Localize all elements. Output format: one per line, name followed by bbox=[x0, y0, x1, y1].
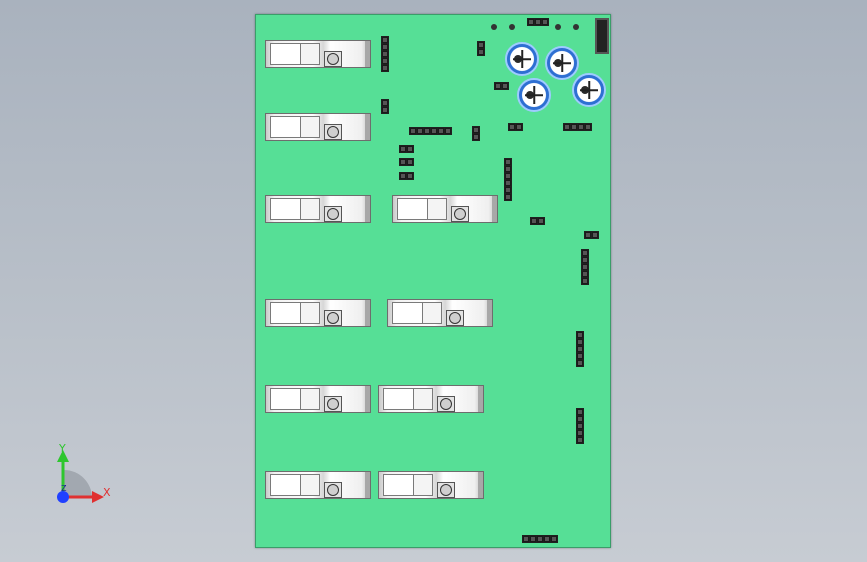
relay-2[interactable] bbox=[265, 113, 371, 141]
header-v5[interactable] bbox=[504, 158, 512, 201]
terminal-connector[interactable] bbox=[595, 18, 609, 54]
capacitor-1[interactable] bbox=[505, 42, 539, 76]
triad-z-label: Z bbox=[61, 484, 67, 493]
coordinate-triad: Y X Z bbox=[50, 440, 130, 510]
relay-6[interactable] bbox=[265, 471, 371, 499]
header-v3[interactable] bbox=[477, 41, 485, 56]
triad-y-label: Y bbox=[59, 442, 66, 455]
relay-10[interactable] bbox=[378, 471, 484, 499]
header-h3[interactable] bbox=[508, 123, 523, 131]
via-3 bbox=[555, 24, 561, 30]
header-v4[interactable] bbox=[472, 126, 480, 141]
relay-7[interactable] bbox=[392, 195, 498, 223]
relay-5[interactable] bbox=[265, 385, 371, 413]
capacitor-3[interactable] bbox=[517, 78, 551, 112]
via-2 bbox=[509, 24, 515, 30]
axis-triad-icon bbox=[57, 450, 104, 503]
header-h5[interactable] bbox=[399, 145, 414, 153]
header-h1[interactable] bbox=[494, 82, 509, 90]
relay-1[interactable] bbox=[265, 40, 371, 68]
relay-3[interactable] bbox=[265, 195, 371, 223]
header-h2[interactable] bbox=[409, 127, 452, 135]
header-v2[interactable] bbox=[381, 99, 389, 114]
capacitor-2[interactable] bbox=[545, 46, 579, 80]
via-1 bbox=[491, 24, 497, 30]
header-h6[interactable] bbox=[399, 158, 414, 166]
capacitor-4[interactable] bbox=[572, 73, 606, 107]
triad-x-label: X bbox=[103, 486, 111, 499]
header-h7[interactable] bbox=[399, 172, 414, 180]
header-v1[interactable] bbox=[381, 36, 389, 72]
header-v8[interactable] bbox=[576, 408, 584, 444]
header-h8[interactable] bbox=[530, 217, 545, 225]
relay-9[interactable] bbox=[378, 385, 484, 413]
via-4 bbox=[573, 24, 579, 30]
header-v7[interactable] bbox=[576, 331, 584, 367]
header-h4[interactable] bbox=[563, 123, 592, 131]
header-top[interactable] bbox=[527, 18, 549, 26]
header-v6[interactable] bbox=[581, 249, 589, 285]
pcb-board[interactable] bbox=[255, 14, 611, 548]
header-bottom[interactable] bbox=[522, 535, 558, 543]
relay-8[interactable] bbox=[387, 299, 493, 327]
relay-4[interactable] bbox=[265, 299, 371, 327]
header-h9[interactable] bbox=[584, 231, 599, 239]
